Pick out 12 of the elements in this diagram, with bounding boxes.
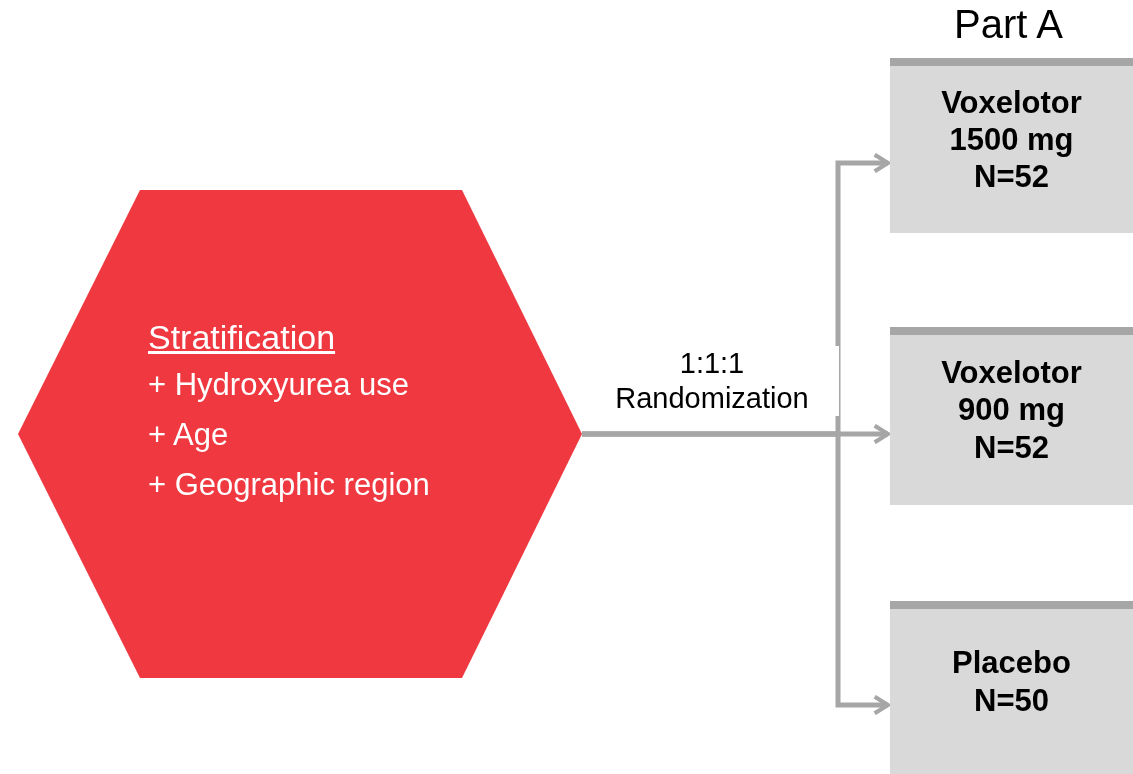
arm-label: Voxelotor 1500 mg N=52 bbox=[940, 83, 1083, 196]
arm-label: Voxelotor 900 mg N=52 bbox=[940, 354, 1083, 466]
heading: Stratification bbox=[148, 318, 337, 357]
arm-box bbox=[890, 327, 1133, 505]
list-item: + Geographic region bbox=[148, 467, 430, 503]
arrow bbox=[582, 431, 891, 716]
column-heading: Part A bbox=[953, 2, 1064, 47]
list-item: + Age bbox=[148, 417, 230, 453]
list-item: + Hydroxyurea use bbox=[148, 367, 411, 403]
arm-label: Placebo N=50 bbox=[951, 644, 1072, 719]
arm-box bbox=[890, 601, 1133, 774]
arm-box bbox=[890, 58, 1133, 233]
